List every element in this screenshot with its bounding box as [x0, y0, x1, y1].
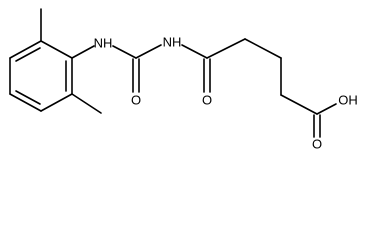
atom-label-nh-aryl: NH [94, 35, 113, 50]
ring-double-bond-c4-c5 [15, 90, 41, 105]
bond-nh-amide-carbon [181, 44, 208, 59]
ring-bond-c1-c2 [40, 40, 73, 59]
structure-canvas: NH NH O O OH O [9, 8, 358, 151]
methyl-bond-bottom [71, 93, 102, 114]
ring-bond-c2-c3 [9, 40, 42, 59]
bond-acid-oh [316, 103, 337, 115]
benzene-ring [9, 40, 73, 112]
ring-double-bond-c2-c3 [15, 47, 41, 62]
bond-aryl-nh [71, 45, 95, 59]
ring-bond-c4-c5 [9, 93, 42, 112]
atom-label-o-acid-carbonyl: O [312, 136, 322, 151]
molecule-drawing: NH NH O O OH O [9, 8, 358, 151]
bond-chain-2 [244, 38, 282, 59]
bond-chain-4 [280, 94, 318, 115]
atom-label-o-amide: O [202, 92, 212, 107]
atom-label-oh-acid: OH [338, 92, 358, 107]
atom-label-nh-imide: NH [163, 34, 182, 49]
ring-bond-c5-c6 [40, 93, 73, 112]
bond-urea-carbon-nh [135, 44, 162, 59]
atom-label-o-urea: O [131, 92, 141, 107]
bond-chain-1 [206, 38, 246, 59]
bond-nh-urea-carbon [112, 45, 137, 59]
